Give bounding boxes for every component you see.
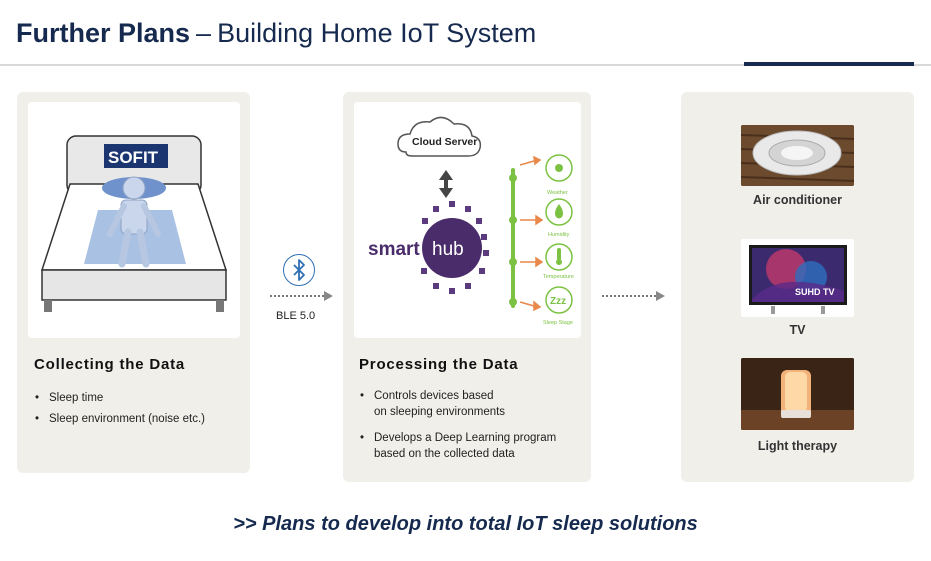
sleep-stage-icon [545,286,573,314]
footer-statement: >> Plans to develop into total IoT sleep… [233,513,698,535]
air-conditioner-image [741,125,854,186]
collecting-panel: SOFIT Collecting the Data Sleep time Sle… [17,92,250,473]
sensor-label: Sleep Stage [543,320,573,326]
sensor-label: Weather [547,190,568,196]
sensor-label: Humidity [548,232,570,238]
list-item-line: Controls devices based [374,390,494,402]
list-item: Develops a Deep Learning program based o… [359,430,584,462]
hub-hub-text: hub [432,239,464,260]
header-rule-accent [744,62,914,66]
processing-title: Processing the Data [359,356,519,373]
bluetooth-icon [283,254,315,286]
list-item-line: Develops a Deep Learning program [374,432,557,444]
page-title: Further Plans–Building Home IoT System [16,18,536,49]
processing-panel: Cloud Server [343,92,591,482]
arrow-collect-to-process [270,291,333,301]
cloud-label: Cloud Server [412,136,477,148]
sensor-label: Temperature [543,274,574,280]
smart-hub-diagram: Cloud Server [368,116,574,326]
collecting-title: Collecting the Data [34,356,186,373]
list-item: Sleep environment (noise etc.) [34,411,244,427]
sleep-stage-zzz: Zzz [550,296,566,307]
tv-screen-text: SUHD TV [795,287,835,297]
devices-panel: Air conditioner SUHD TV TV Light therapy [681,92,914,482]
header-rule [0,64,931,66]
device-label-air-conditioner: Air conditioner [753,193,842,207]
sofit-logo-text: SOFIT [108,148,159,167]
hub-card: Cloud Server [354,102,581,338]
bed-illustration: SOFIT [40,135,228,312]
title-subtitle: Building Home IoT System [217,18,537,48]
hub-smart-text: smart [368,239,420,260]
hub-circle [422,218,482,278]
hub-rays [421,201,489,294]
processing-bullets: Controls devices based on sleeping envir… [359,388,584,467]
list-item: Controls devices based on sleeping envir… [359,388,584,420]
device-label-tv: TV [789,323,806,337]
list-item: Sleep time [34,390,244,406]
arrow-process-to-devices [602,291,665,301]
device-label-light-therapy: Light therapy [757,439,838,453]
light-therapy-image [741,358,854,430]
bed-card: SOFIT [28,102,240,338]
sync-arrow-icon [439,170,453,198]
tv-image: SUHD TV [741,239,854,317]
title-bold: Further Plans [16,18,191,48]
cloud-icon [397,116,482,157]
collecting-bullets: Sleep time Sleep environment (noise etc.… [34,390,244,432]
ble-label: BLE 5.0 [276,310,316,322]
title-separator: – [196,18,212,48]
list-item-line: on sleeping environments [374,406,506,418]
list-item-line: based on the collected data [374,448,515,460]
